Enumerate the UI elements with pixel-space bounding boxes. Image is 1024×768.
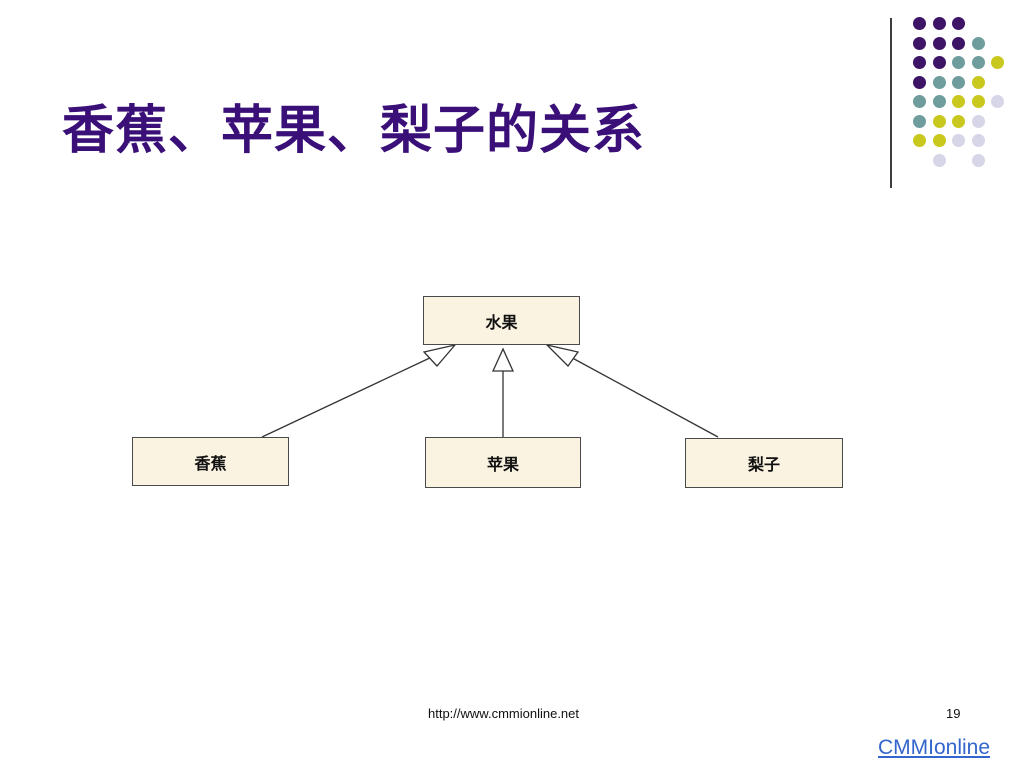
- decor-dot: [971, 153, 985, 167]
- inheritance-arrowhead-left: [422, 343, 457, 367]
- footer-url: http://www.cmmionline.net: [428, 706, 580, 721]
- slide-title: 香蕉、苹果、梨子的关系: [62, 100, 646, 161]
- decor-dot: [932, 134, 946, 147]
- brand-link[interactable]: CMMIonline: [878, 736, 991, 759]
- decor-dot: [952, 134, 965, 147]
- decor-dot: [952, 114, 965, 128]
- inheritance-arrowhead-right: [544, 343, 580, 368]
- decor-dot: [971, 56, 985, 69]
- decor-dot: [913, 36, 926, 50]
- decor-dot: [952, 17, 965, 30]
- class-box-banana: 香蕉: [132, 437, 289, 486]
- decor-dot: [971, 134, 985, 147]
- decor-dot: [932, 56, 946, 69]
- class-box-fruit: 水果: [423, 296, 580, 345]
- decor-dot: [952, 95, 965, 108]
- decor-dot: [971, 36, 985, 50]
- decor-dot: [913, 17, 926, 30]
- decor-dot: [971, 75, 985, 89]
- decor-dot: [913, 134, 926, 147]
- decor-dot: [932, 75, 946, 89]
- decor-dot: [991, 56, 1004, 69]
- decor-dot: [932, 95, 946, 108]
- decor-dot: [971, 114, 985, 128]
- decor-dot: [913, 56, 926, 69]
- decor-dot: [952, 75, 965, 89]
- decor-dot: [952, 36, 965, 50]
- decor-dot: [991, 95, 1004, 108]
- connector-pear-fruit: [564, 353, 719, 438]
- decor-dot: [971, 95, 985, 108]
- decor-dot: [952, 56, 965, 69]
- class-box-pear: 梨子: [685, 438, 843, 488]
- decor-divider-line: [890, 18, 892, 188]
- decor-dot: [913, 114, 926, 128]
- decor-dot: [932, 153, 946, 167]
- connector-banana-fruit: [261, 355, 435, 438]
- decor-dot: [932, 114, 946, 128]
- decor-dot: [913, 95, 926, 108]
- decor-dot: [932, 36, 946, 50]
- decor-dot: [932, 17, 946, 30]
- class-box-apple: 苹果: [425, 437, 581, 488]
- page-number: 19: [946, 706, 961, 721]
- inheritance-arrowhead-center: [491, 347, 515, 372]
- decor-dot: [913, 75, 926, 89]
